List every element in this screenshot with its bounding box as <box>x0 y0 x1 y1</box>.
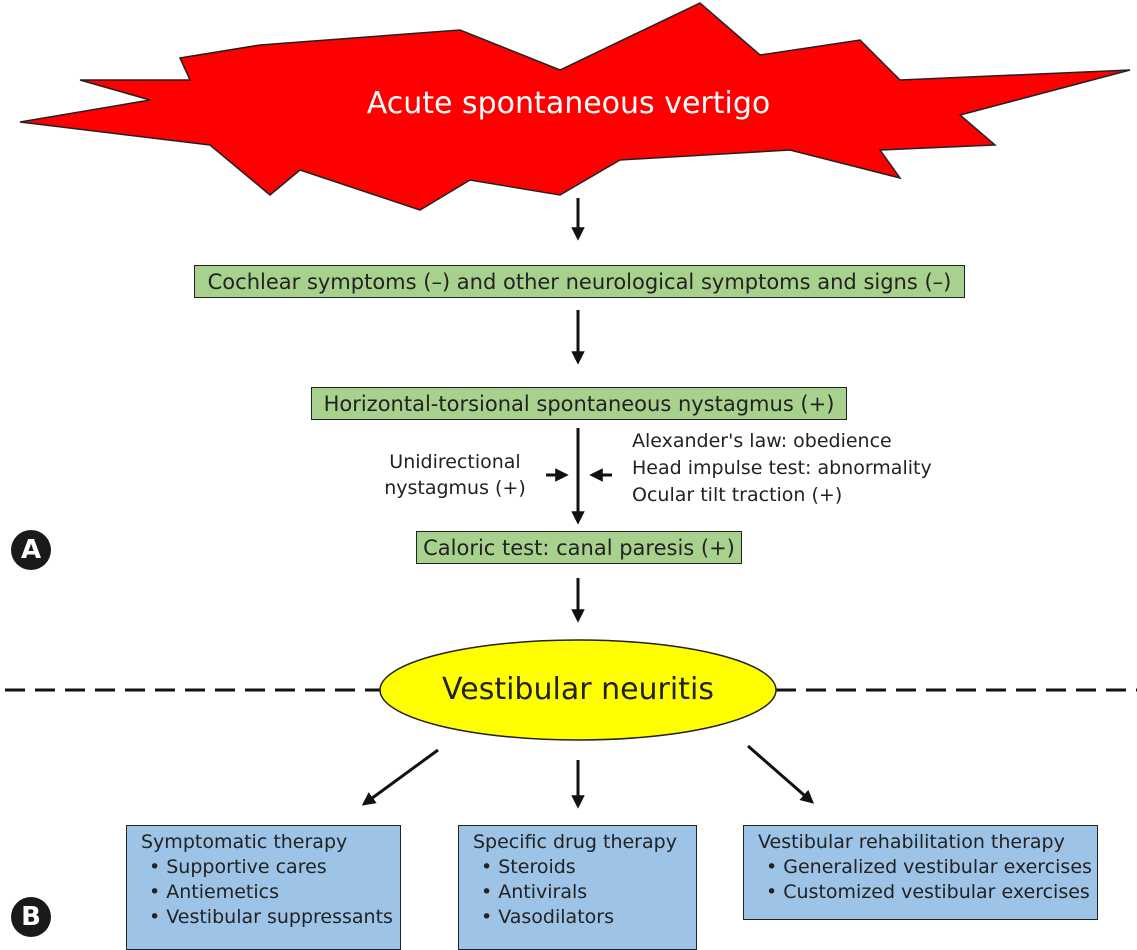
therapy-box-symptomatic: Symptomatic therapy • Supportive cares •… <box>126 825 401 950</box>
therapy-title: Specific drug therapy <box>473 831 677 853</box>
therapy-title: Vestibular rehabilitation therapy <box>758 831 1065 853</box>
section-label-a: A <box>11 530 51 570</box>
therapy-box-specific-drug: Specific drug therapy • Steroids • Antiv… <box>458 825 697 950</box>
caloric-step-box: Caloric test: canal paresis (+) <box>416 531 742 564</box>
right-note-line-2: Head impulse test: abnormality <box>632 457 932 479</box>
left-note-line-2: nystagmus (+) <box>384 477 526 499</box>
vertigo-burst-shape <box>19 2 1131 211</box>
right-note-line-3: Ocular tilt traction (+) <box>632 484 843 506</box>
nystagmus-step-box: Horizontal-torsional spontaneous nystagm… <box>311 387 847 420</box>
therapy-item: • Steroids <box>481 856 576 878</box>
therapy-item: • Vasodilators <box>481 906 614 928</box>
therapy-item: • Vestibular suppressants <box>149 906 393 928</box>
diagnosis-label: Vestibular neuritis <box>442 672 714 707</box>
diagnosis-ellipse <box>379 639 777 741</box>
branch-arrow-right <box>747 744 815 804</box>
cochlear-step-box: Cochlear symptoms (–) and other neurolog… <box>194 265 965 298</box>
therapy-item: • Antiemetics <box>149 881 279 903</box>
right-note: Alexander's law: obedience Head impulse … <box>632 428 932 509</box>
section-label-b: B <box>11 897 51 937</box>
burst-title: Acute spontaneous vertigo <box>366 86 771 121</box>
therapy-item: • Generalized vestibular exercises <box>766 856 1092 878</box>
therapy-item: • Antivirals <box>481 881 588 903</box>
right-note-line-1: Alexander's law: obedience <box>632 430 892 452</box>
therapy-box-rehabilitation: Vestibular rehabilitation therapy • Gene… <box>743 825 1098 920</box>
branch-arrow-left <box>361 748 439 806</box>
therapy-title: Symptomatic therapy <box>141 831 348 853</box>
therapy-item: • Supportive cares <box>149 856 327 878</box>
therapy-item: • Customized vestibular exercises <box>766 881 1090 903</box>
left-note-line-1: Unidirectional <box>389 451 521 473</box>
left-note: Unidirectional nystagmus (+) <box>380 449 530 501</box>
